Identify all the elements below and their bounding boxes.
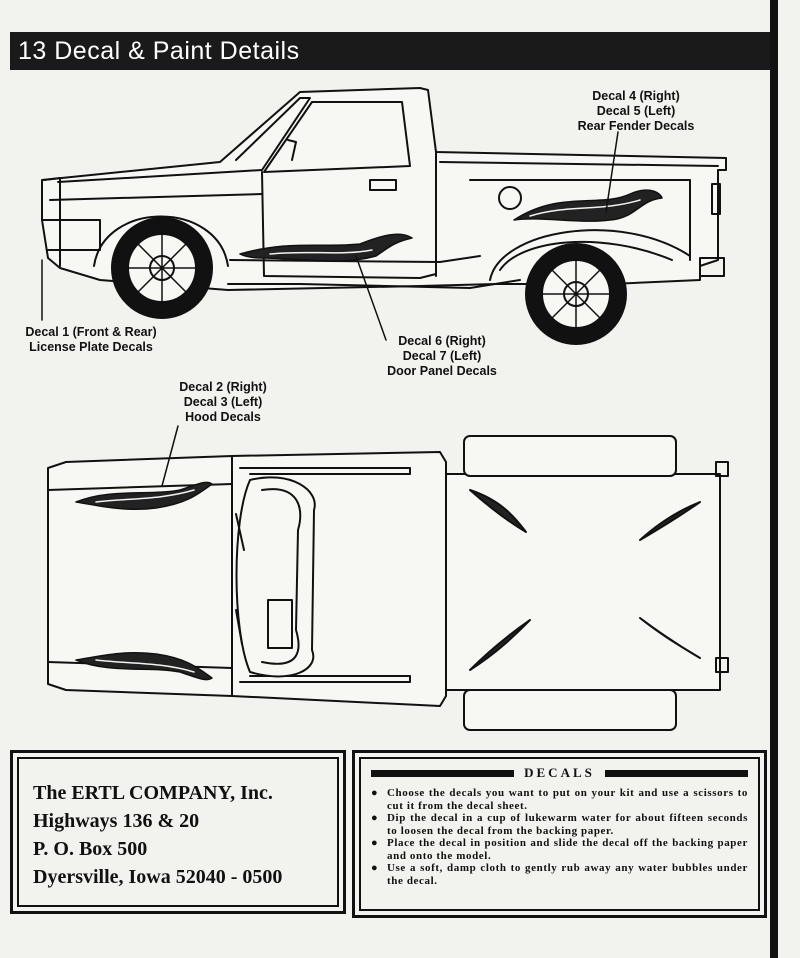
callout-line: Decal 7 (Left): [402, 349, 482, 363]
heading-rule-left: [371, 769, 515, 777]
decals-steps: ●Choose the decals you want to put on yo…: [371, 787, 748, 887]
company-street: Highways 136 & 20: [33, 810, 200, 832]
front-wheel: [111, 217, 213, 319]
section-header: 13 Decal & Paint Details: [10, 32, 770, 70]
heading-rule-right: [604, 769, 748, 777]
bullet-icon: ●: [371, 787, 379, 799]
section-title: 13 Decal & Paint Details: [18, 37, 300, 65]
callout-line: Decal 3 (Left): [183, 395, 263, 409]
callout-line: Door Panel Decals: [387, 364, 497, 378]
company-po-box: P. O. Box 500: [33, 838, 148, 860]
rear-wheel: [525, 243, 627, 345]
bullet-icon: ●: [371, 812, 379, 824]
callout-line: Hood Decals: [185, 410, 261, 424]
decals-title: DECALS: [524, 765, 595, 780]
company-name: The ERTL COMPANY, Inc.: [33, 782, 273, 804]
decals-instructions: DECALS ●Choose the decals you want to pu…: [359, 757, 760, 911]
bullet-icon: ●: [371, 862, 379, 874]
callout-hood-decals: Decal 2 (Right) Decal 3 (Left) Hood Deca…: [158, 380, 288, 425]
decal-step: ●Choose the decals you want to put on yo…: [371, 787, 748, 812]
page-right-rule: [770, 0, 778, 958]
callout-line: Decal 6 (Right): [398, 334, 486, 348]
callout-license-plate-decals: Decal 1 (Front & Rear) License Plate Dec…: [6, 325, 176, 355]
callout-rear-fender-decals: Decal 4 (Right) Decal 5 (Left) Rear Fend…: [566, 89, 706, 134]
callout-line: License Plate Decals: [29, 340, 153, 354]
callout-line: Decal 1 (Front & Rear): [25, 325, 157, 339]
callout-line: Decal 4 (Right): [592, 89, 680, 103]
decals-heading: DECALS: [371, 765, 748, 781]
callout-line: Decal 5 (Left): [596, 104, 676, 118]
company-address-box: The ERTL COMPANY, Inc. Highways 136 & 20…: [10, 750, 346, 914]
decal-step: ●Place the decal in position and slide t…: [371, 837, 748, 862]
truck-drawings: [41, 87, 729, 731]
truck-side-view: [41, 87, 727, 345]
company-city: Dyersville, Iowa 52040 - 0500: [33, 866, 283, 888]
decals-instructions-box: DECALS ●Choose the decals you want to pu…: [352, 750, 767, 918]
callout-line: Decal 2 (Right): [179, 380, 267, 394]
truck-top-view: [47, 425, 729, 731]
decal-step: ●Dip the decal in a cup of lukewarm wate…: [371, 812, 748, 837]
company-address: The ERTL COMPANY, Inc. Highways 136 & 20…: [17, 757, 339, 907]
callout-door-panel-decals: Decal 6 (Right) Decal 7 (Left) Door Pane…: [372, 334, 512, 379]
bullet-icon: ●: [371, 837, 379, 849]
callout-line: Rear Fender Decals: [577, 119, 695, 133]
decal-step: ●Use a soft, damp cloth to gently rub aw…: [371, 862, 748, 887]
